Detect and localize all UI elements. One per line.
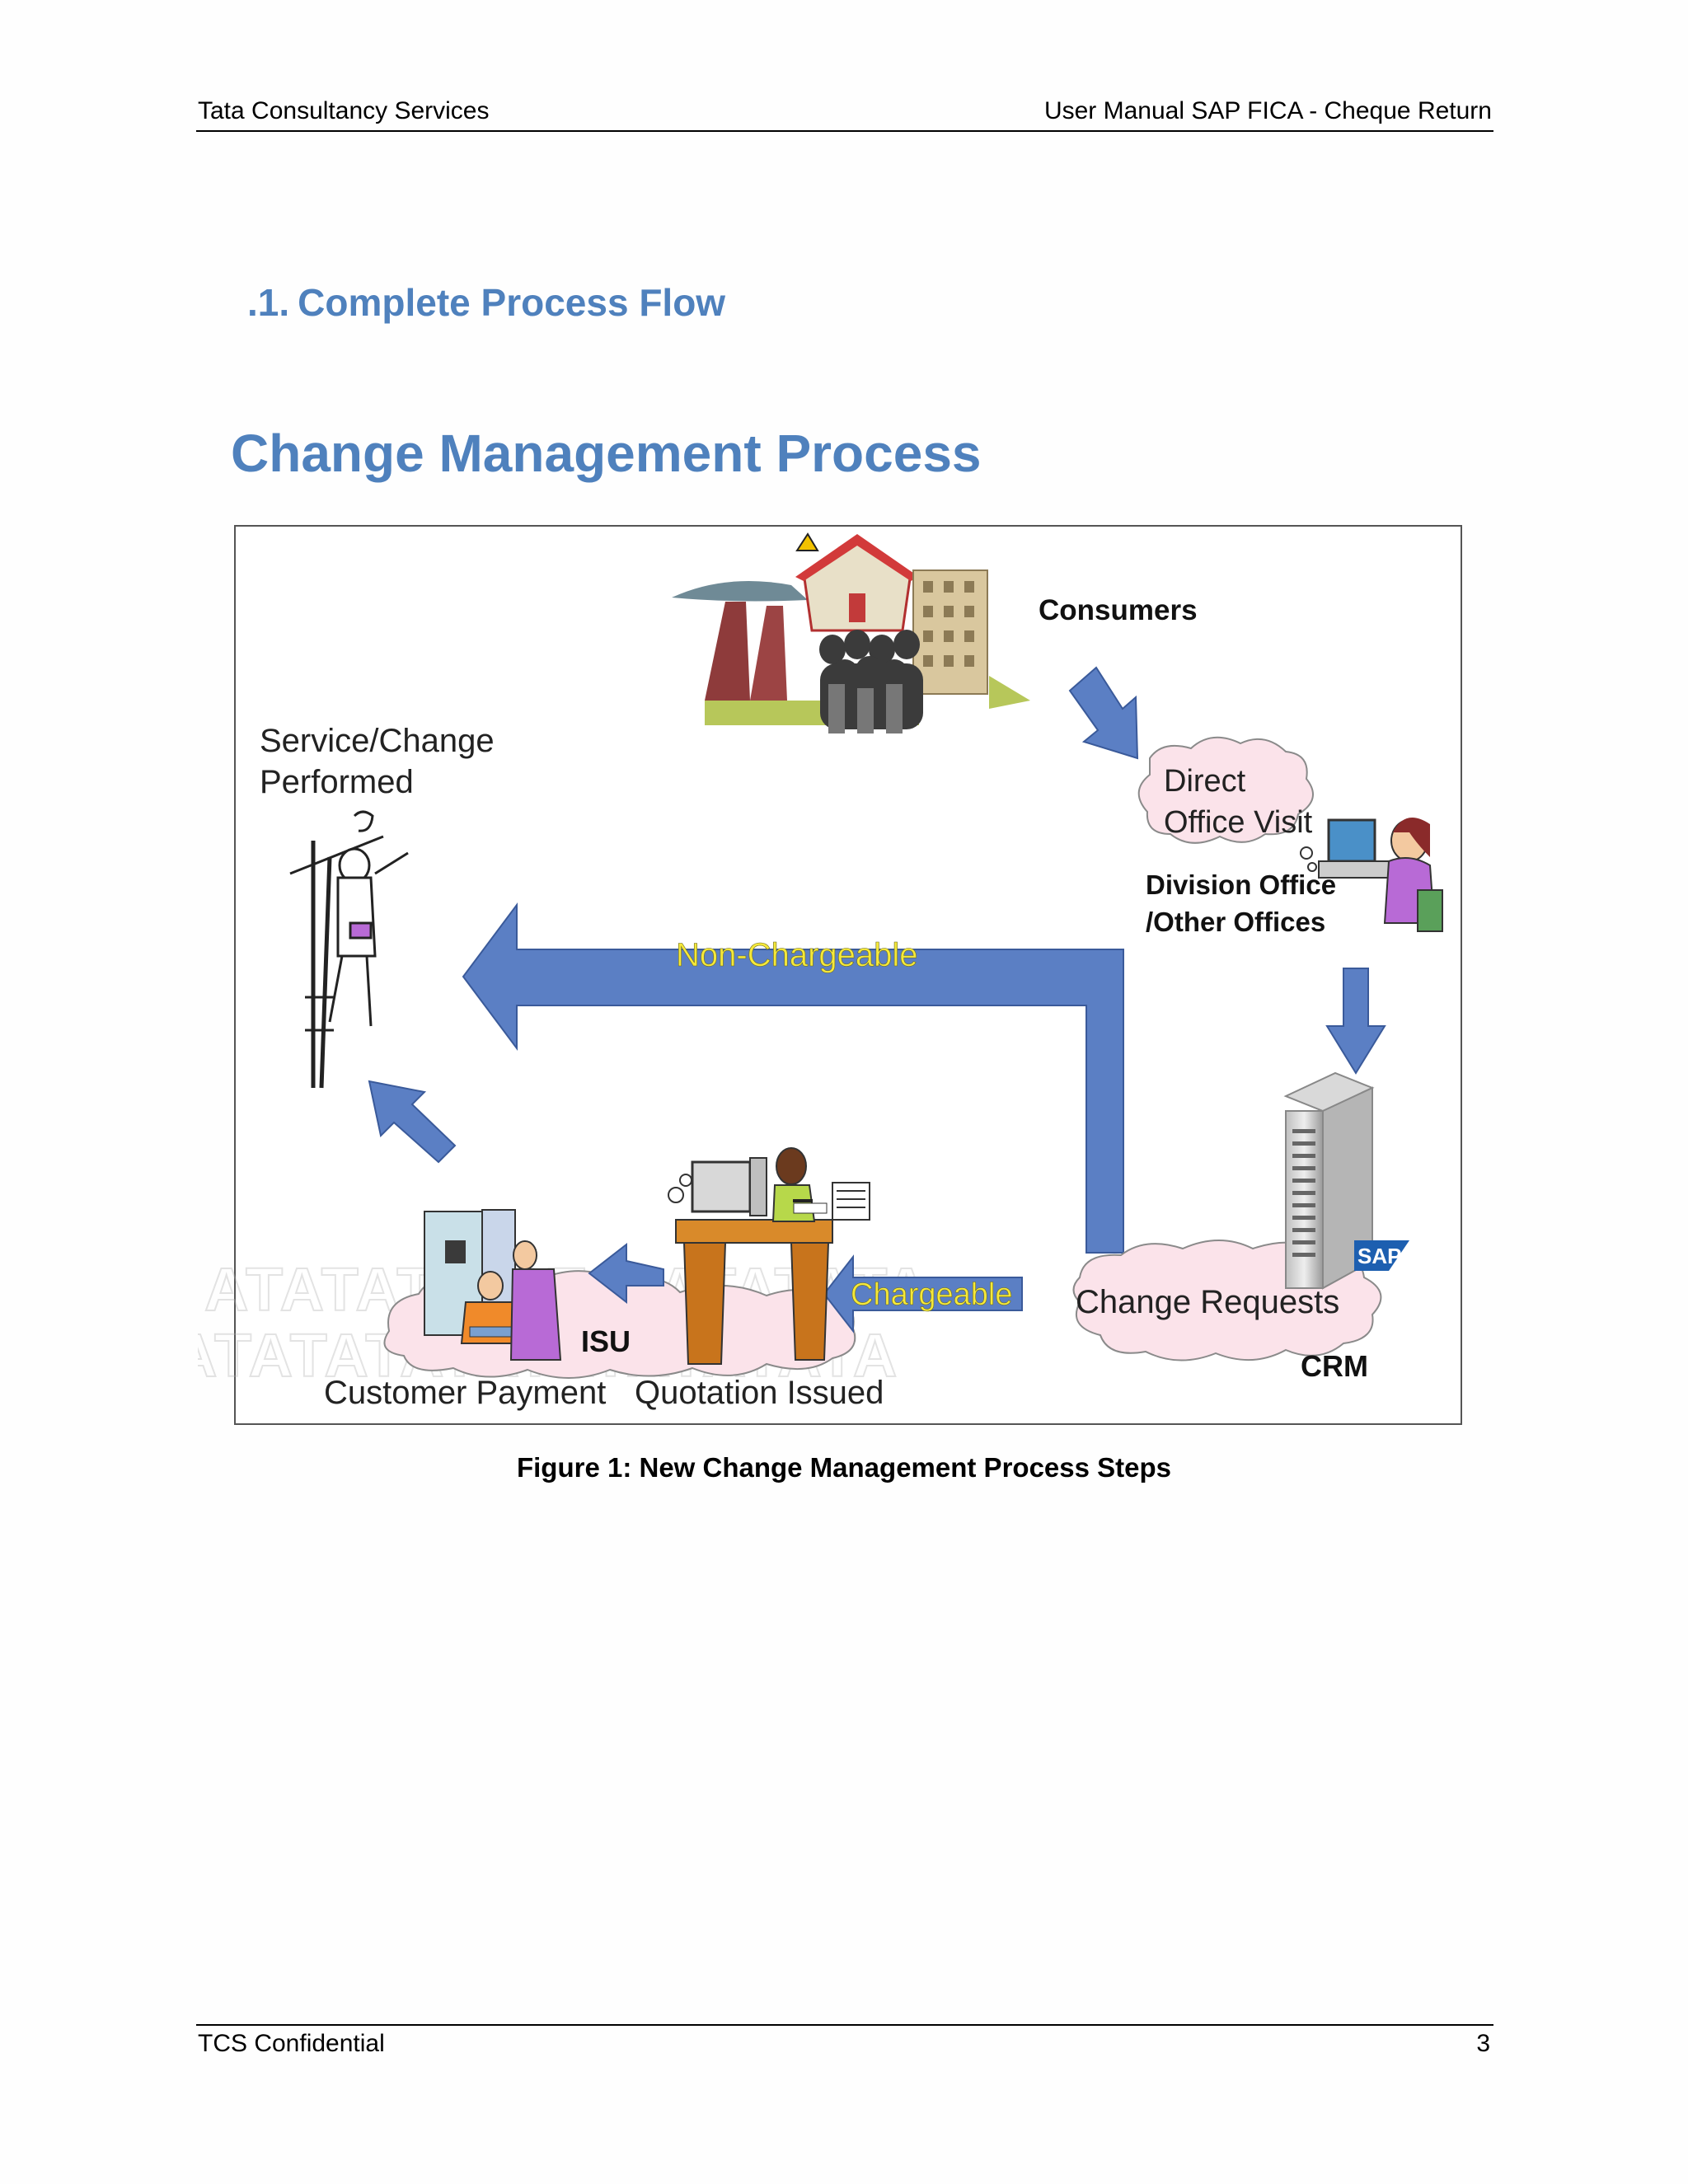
header-document-title: User Manual SAP FICA - Cheque Return: [1043, 97, 1492, 124]
crm-server-illustration: [1283, 1071, 1409, 1290]
section-title-text: Complete Process Flow: [298, 281, 726, 324]
direct-label-line1: Direct: [1164, 764, 1246, 799]
non-chargeable-label: Non-Chargeable: [676, 937, 918, 973]
header-company: Tata Consultancy Services: [198, 97, 490, 124]
customer-payment-label: Customer Payment: [324, 1375, 606, 1411]
chargeable-label: Chargeable: [851, 1277, 1012, 1312]
section-number: .1.: [247, 281, 290, 324]
arrow-consumers-to-office: [1068, 666, 1139, 760]
chargeable-arrow: [823, 1254, 1023, 1333]
service-label-line2: Performed: [260, 764, 414, 800]
process-diagram: Change Management Process ATATATATATATAT…: [198, 429, 1462, 1425]
figure-heading: Change Management Process: [231, 429, 982, 483]
footer-rule: [196, 2024, 1493, 2026]
page-number: 3: [1476, 2030, 1490, 2057]
non-chargeable-arrow: [462, 902, 1124, 1254]
sap-logo-text: SAP: [1357, 1244, 1401, 1268]
change-requests-label: Change Requests: [1076, 1284, 1339, 1320]
quotation-issued-label: Quotation Issued: [635, 1375, 884, 1411]
process-figure: Change Management Process ATATATATATATAT…: [198, 429, 1492, 1442]
arrow-payment-to-service: [368, 1080, 457, 1164]
figure-caption: Figure 1: New Change Management Process …: [516, 1452, 1172, 1483]
division-label-line2: /Other Offices: [1146, 907, 1325, 937]
isu-label: ISU: [581, 1324, 631, 1358]
service-label-line1: Service/Change: [260, 723, 495, 759]
lineman-illustration: [289, 810, 409, 1089]
arrow-office-to-crm: [1325, 968, 1386, 1075]
footer-confidential: TCS Confidential: [198, 2030, 385, 2057]
direct-label-line2: Office Visit: [1164, 805, 1313, 840]
section-heading: .1.Complete Process Flow: [247, 280, 725, 325]
consumers-illustration: [672, 532, 1030, 733]
header-rule: [196, 130, 1493, 132]
quotation-desk-illustration: [668, 1147, 870, 1365]
office-worker-illustration: [1300, 818, 1443, 932]
crm-label: CRM: [1301, 1349, 1368, 1383]
arrow-quotation-to-payment: [588, 1242, 664, 1305]
direct-visit-cloud: [1137, 736, 1314, 844]
consumers-label: Consumers: [1039, 594, 1198, 626]
cashier-illustration: [424, 1209, 562, 1361]
division-label-line1: Division Office: [1146, 869, 1336, 900]
